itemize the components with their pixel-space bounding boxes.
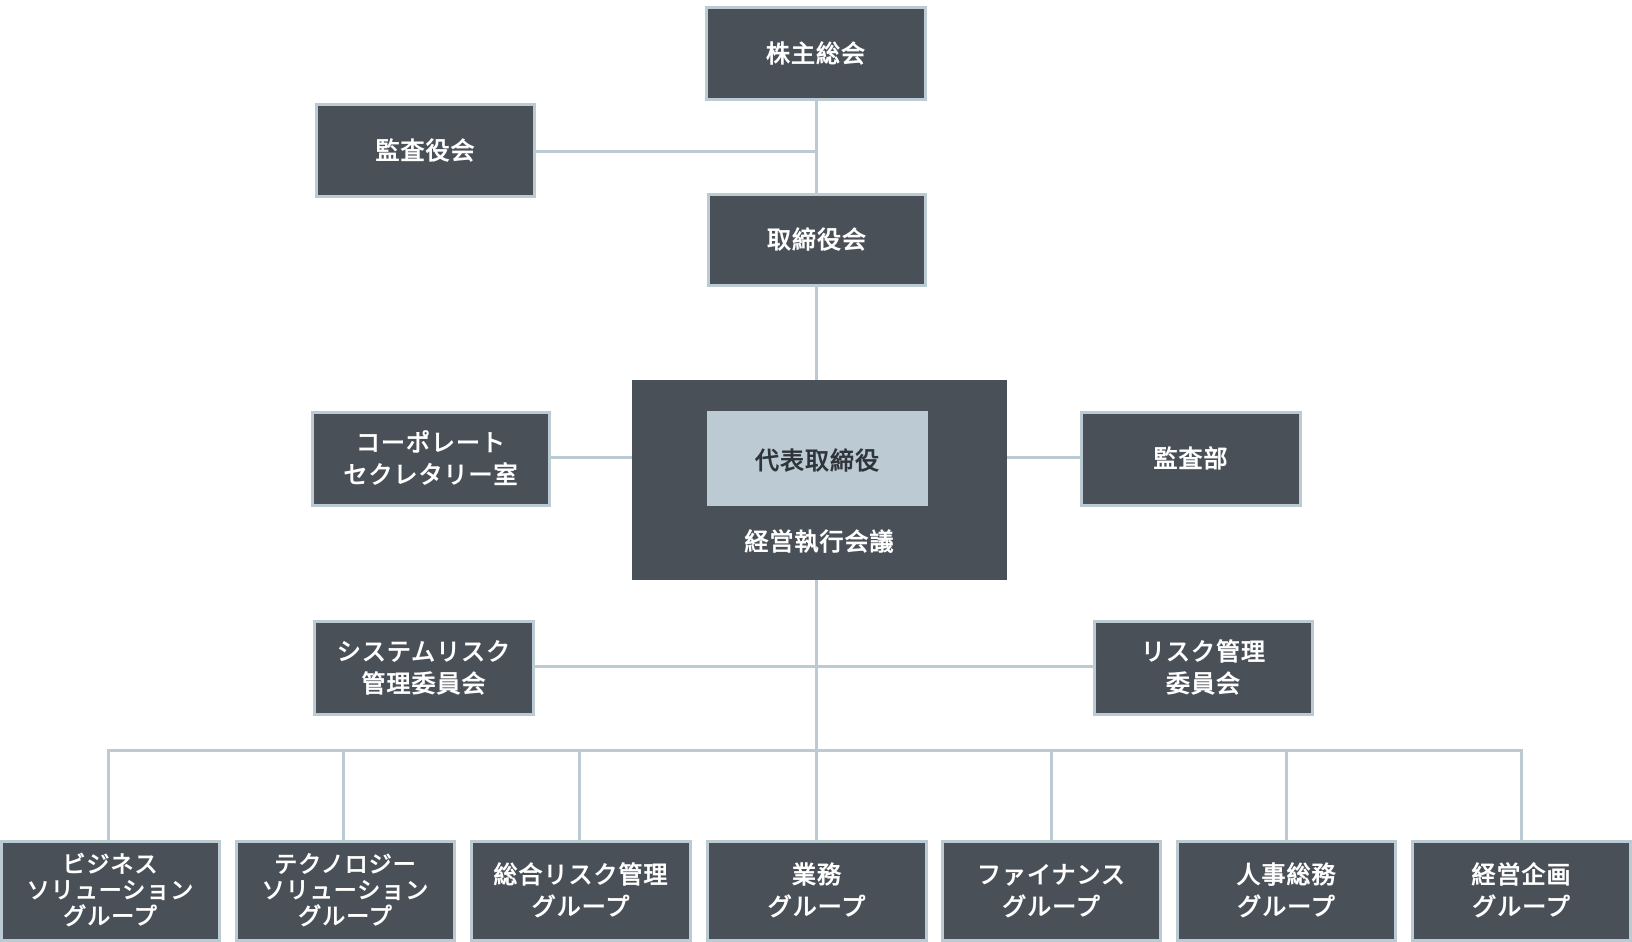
group-6-line-1: 人事総務 bbox=[1236, 861, 1337, 889]
group-1-line-3: グループ bbox=[63, 904, 158, 930]
group-7-line-1: 経営企画 bbox=[1471, 861, 1572, 889]
group-4-line-1: 業務 bbox=[792, 861, 842, 889]
connector-group-drop-1 bbox=[107, 749, 110, 842]
system-risk-committee-line-1: システムリスク bbox=[336, 638, 512, 666]
connector-shareholders-board bbox=[815, 100, 818, 195]
group-3-line-2: グループ bbox=[531, 893, 631, 921]
group-2-line-1: テクノロジー bbox=[274, 852, 417, 878]
internal-audit-box: 監査部 bbox=[1080, 411, 1302, 507]
group-box-business-solution: ビジネス ソリューション グループ bbox=[0, 840, 221, 942]
ceo-label: 代表取締役 bbox=[755, 447, 880, 475]
risk-committee-line-1: リスク管理 bbox=[1141, 638, 1266, 666]
shareholders-meeting-label: 株主総会 bbox=[766, 39, 866, 68]
group-box-finance: ファイナンス グループ bbox=[941, 840, 1162, 942]
connector-audit-board bbox=[532, 150, 817, 153]
connector-group-drop-5 bbox=[1050, 749, 1053, 842]
connector-committees bbox=[530, 665, 1098, 668]
corporate-secretary-box: コーポレート セクレタリー室 bbox=[311, 411, 551, 507]
group-3-line-1: 総合リスク管理 bbox=[493, 861, 669, 889]
connector-group-drop-4 bbox=[815, 749, 818, 842]
connector-board-exec bbox=[815, 285, 818, 380]
system-risk-committee-line-2: 管理委員会 bbox=[361, 670, 487, 698]
risk-committee-line-2: 委員会 bbox=[1166, 670, 1241, 698]
connector-group-drop-7 bbox=[1520, 749, 1523, 842]
corporate-secretary-line-1: コーポレート bbox=[356, 429, 506, 457]
group-1-line-2: ソリューション bbox=[26, 878, 195, 904]
system-risk-committee-box: システムリスク 管理委員会 bbox=[313, 620, 535, 716]
connector-secretary-ceo bbox=[550, 456, 707, 459]
executive-meeting-label: 経営執行会議 bbox=[744, 528, 895, 556]
group-box-corporate-planning: 経営企画 グループ bbox=[1411, 840, 1632, 942]
shareholders-meeting-box: 株主総会 bbox=[705, 6, 927, 101]
ceo-box: 代表取締役 bbox=[707, 411, 928, 506]
corporate-secretary-line-2: セクレタリー室 bbox=[343, 461, 519, 489]
group-2-line-3: グループ bbox=[298, 904, 393, 930]
board-of-directors-label: 取締役会 bbox=[767, 226, 867, 254]
internal-audit-label: 監査部 bbox=[1153, 445, 1229, 473]
connector-group-drop-3 bbox=[578, 749, 581, 842]
group-5-line-1: ファイナンス bbox=[976, 861, 1127, 889]
risk-committee-box: リスク管理 委員会 bbox=[1093, 620, 1314, 716]
group-box-technology-solution: テクノロジー ソリューション グループ bbox=[235, 840, 456, 942]
board-of-directors-box: 取締役会 bbox=[707, 193, 927, 287]
audit-board-box: 監査役会 bbox=[315, 103, 536, 198]
group-box-risk-management: 総合リスク管理 グループ bbox=[470, 840, 692, 942]
group-1-line-1: ビジネス bbox=[62, 852, 159, 878]
group-7-line-2: グループ bbox=[1472, 893, 1571, 921]
connector-group-drop-2 bbox=[342, 749, 345, 842]
connector-group-drop-6 bbox=[1285, 749, 1288, 842]
group-box-hr-general-affairs: 人事総務 グループ bbox=[1176, 840, 1397, 942]
group-box-operations: 業務 グループ bbox=[706, 840, 928, 942]
group-6-line-2: グループ bbox=[1237, 893, 1336, 921]
group-5-line-2: グループ bbox=[1002, 893, 1101, 921]
group-2-line-2: ソリューション bbox=[261, 878, 430, 904]
audit-board-label: 監査役会 bbox=[375, 136, 476, 165]
group-4-line-2: グループ bbox=[767, 893, 867, 921]
